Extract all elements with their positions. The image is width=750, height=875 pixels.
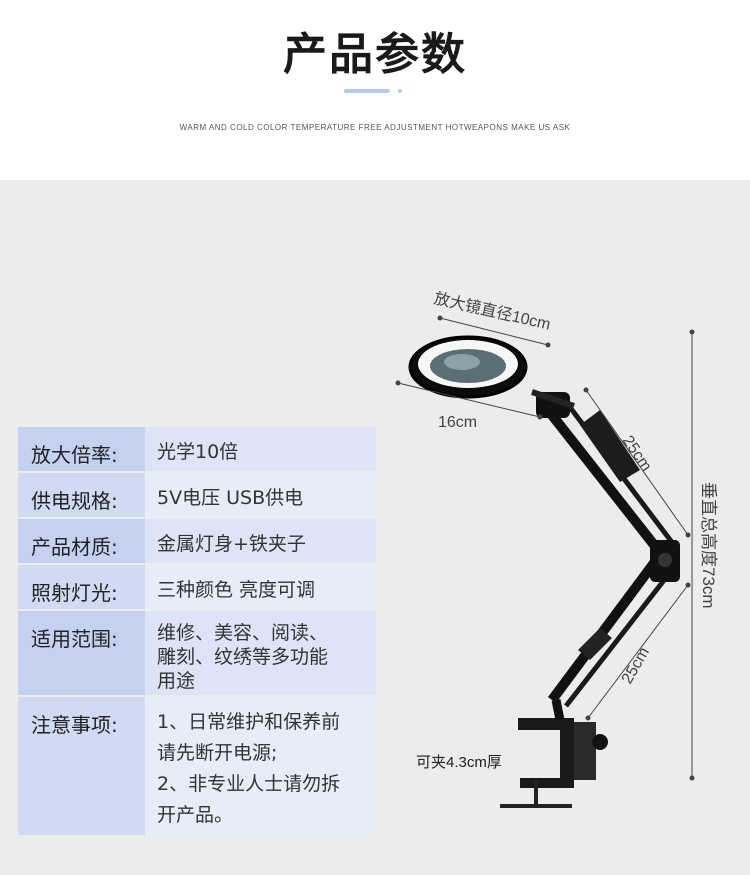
upper-arm-dimension-line	[585, 389, 689, 536]
spec-row: 放大倍率: 光学10倍	[18, 427, 376, 471]
lens-diameter-label: 放大镜直径10cm	[432, 288, 552, 333]
spec-row: 照射灯光: 三种颜色 亮度可调	[18, 565, 376, 609]
spec-value: 金属灯身+铁夹子	[145, 519, 376, 563]
spec-value: 维修、美容、阅读、 雕刻、纹绣等多功能 用途	[145, 611, 376, 695]
header: 产品参数 WARM AND COLD COLOR TEMPERATURE FRE…	[0, 0, 750, 180]
total-height-label: 垂直总高度73cm	[699, 482, 718, 609]
title-underline-dot	[398, 89, 402, 93]
spec-label: 产品材质:	[18, 519, 145, 563]
lamp-elbow-joint	[650, 540, 680, 582]
spec-label: 放大倍率:	[18, 427, 145, 471]
lens-dimension-line	[439, 317, 549, 346]
dimension-lines	[397, 317, 693, 778]
page-subtitle: WARM AND COLD COLOR TEMPERATURE FREE ADJ…	[179, 123, 571, 132]
spec-label: 注意事项:	[18, 697, 145, 835]
spec-label: 照射灯光:	[18, 565, 145, 609]
dimension-end-dots	[395, 315, 695, 781]
spec-value: 5V电压 USB供电	[145, 473, 376, 517]
ring-dimension-line	[397, 382, 541, 418]
spec-value: 三种颜色 亮度可调	[145, 565, 376, 609]
page-title: 产品参数	[283, 29, 467, 80]
lamp-lower-arm	[547, 552, 674, 708]
clamp-thickness-label: 可夹4.3cm厚	[416, 754, 502, 771]
spec-row: 供电规格: 5V电压 USB供电	[18, 473, 376, 517]
title-underline	[344, 89, 390, 93]
lamp-neck-joint	[531, 389, 575, 418]
spec-row: 适用范围: 维修、美容、阅读、 雕刻、纹绣等多功能 用途	[18, 611, 376, 695]
lamp-upper-arm	[544, 400, 676, 559]
lower-arm-label: 25cm	[619, 645, 653, 687]
spec-value: 1、日常维护和保养前 请先断开电源; 2、非专业人士请勿拆 开产品。	[145, 697, 376, 835]
ring-width-label: 16cm	[438, 414, 478, 431]
spec-row: 产品材质: 金属灯身+铁夹子	[18, 519, 376, 563]
magnifier-head	[408, 335, 528, 399]
lower-arm-dimension-line	[587, 584, 689, 719]
spec-row: 注意事项: 1、日常维护和保养前 请先断开电源; 2、非专业人士请勿拆 开产品。	[18, 697, 376, 835]
spec-label: 适用范围:	[18, 611, 145, 695]
clamp-base	[500, 699, 608, 808]
spec-label: 供电规格:	[18, 473, 145, 517]
spec-value: 光学10倍	[145, 427, 376, 471]
